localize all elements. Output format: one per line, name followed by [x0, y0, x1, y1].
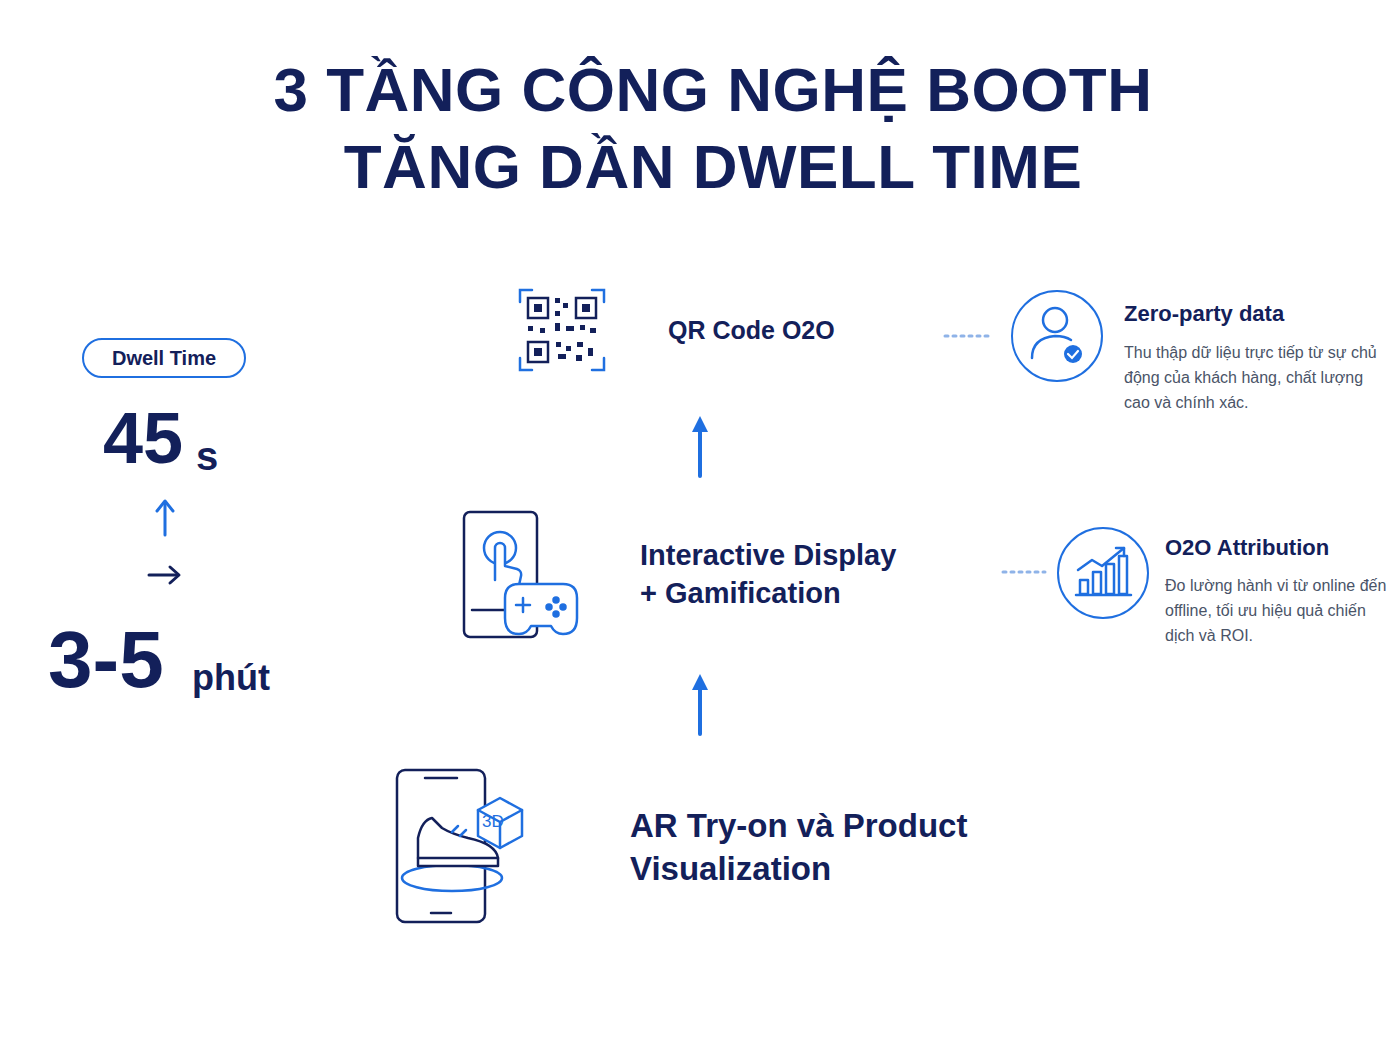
- label-holder: s: [196, 436, 218, 476]
- trapezoid-outline: [390, 480, 1010, 670]
- callout-text: Đo lường hành vi từ online đến offline, …: [1165, 573, 1391, 648]
- label-holder: phút: [192, 660, 270, 696]
- label-holder: Thu thập dữ liệu trực tiếp từ sự chủ độn…: [1124, 340, 1388, 415]
- label-holder: Đo lường hành vi từ online đến offline, …: [1165, 573, 1391, 648]
- title: 3 TẦNG CÔNG NGHỆ BOOTH TĂNG DẦN DWELL TI…: [233, 52, 1193, 206]
- qr-icon: [520, 290, 604, 370]
- label-holder: 45: [103, 402, 183, 474]
- dwell-arrows: [149, 501, 179, 583]
- tier-box: QR Code O2O: [470, 248, 930, 412]
- callout-o2o: [1003, 528, 1148, 618]
- icon-label: 3D: [482, 813, 504, 830]
- tier-box: AR Try-on và Product Visualization: [300, 738, 1100, 958]
- callout-title: Zero-party data: [1124, 303, 1284, 325]
- trapezoid-outline: [300, 738, 1100, 958]
- label-holder: 3-5: [48, 620, 164, 700]
- box-fill: [470, 248, 930, 412]
- callout-title: O2O Attribution: [1165, 537, 1329, 559]
- tier-title: QR Code O2O: [668, 314, 908, 347]
- flow-arrow: [698, 682, 702, 734]
- tier-box: Interactive Display + Gamification: [390, 480, 1010, 670]
- box-fill: [300, 738, 1100, 958]
- label-holder: Zero-party data: [1124, 303, 1284, 325]
- badge-text: Dwell Time: [84, 340, 244, 376]
- ar-icon: [397, 770, 522, 922]
- pill-badge: Dwell Time: [82, 338, 246, 378]
- box-fill: [390, 480, 1010, 670]
- unit: phút: [192, 660, 270, 696]
- title-holder: 3 TẦNG CÔNG NGHỆ BOOTH TĂNG DẦN DWELL TI…: [233, 52, 1193, 206]
- callout-zero-party: [945, 291, 1102, 381]
- dwell-value: 3-5: [48, 620, 164, 700]
- interactive-icon: [464, 512, 577, 637]
- flow-arrow: [698, 424, 702, 476]
- divider: [607, 533, 609, 617]
- callout-text: Thu thập dữ liệu trực tiếp từ sự chủ độn…: [1124, 340, 1388, 415]
- divider: [577, 800, 579, 897]
- dwell-value: 45: [103, 402, 183, 474]
- label-holder: 3D: [482, 813, 504, 830]
- label-holder: O2O Attribution: [1165, 537, 1329, 559]
- tier-title: Interactive Display + Gamification: [640, 537, 915, 612]
- tier-title: AR Try-on và Product Visualization: [630, 805, 970, 891]
- divider: [636, 294, 638, 366]
- unit: s: [196, 436, 218, 476]
